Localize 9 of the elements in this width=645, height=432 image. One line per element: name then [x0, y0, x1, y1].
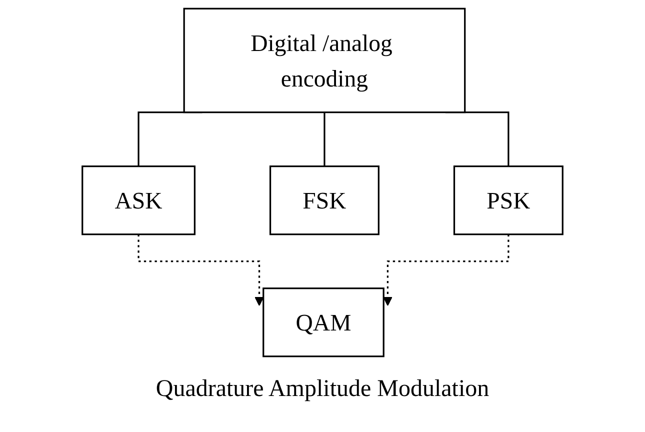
- node-box: ASK: [82, 166, 196, 236]
- node-box: Digital /analog encoding: [183, 8, 466, 114]
- arrow: [138, 234, 264, 306]
- node-box: PSK: [453, 166, 564, 236]
- node-box: FSK: [269, 166, 380, 236]
- connector: [324, 112, 326, 166]
- arrow: [382, 234, 510, 306]
- node-box: QAM: [262, 288, 384, 358]
- node-caption: Quadrature Amplitude Modulation: [156, 376, 490, 403]
